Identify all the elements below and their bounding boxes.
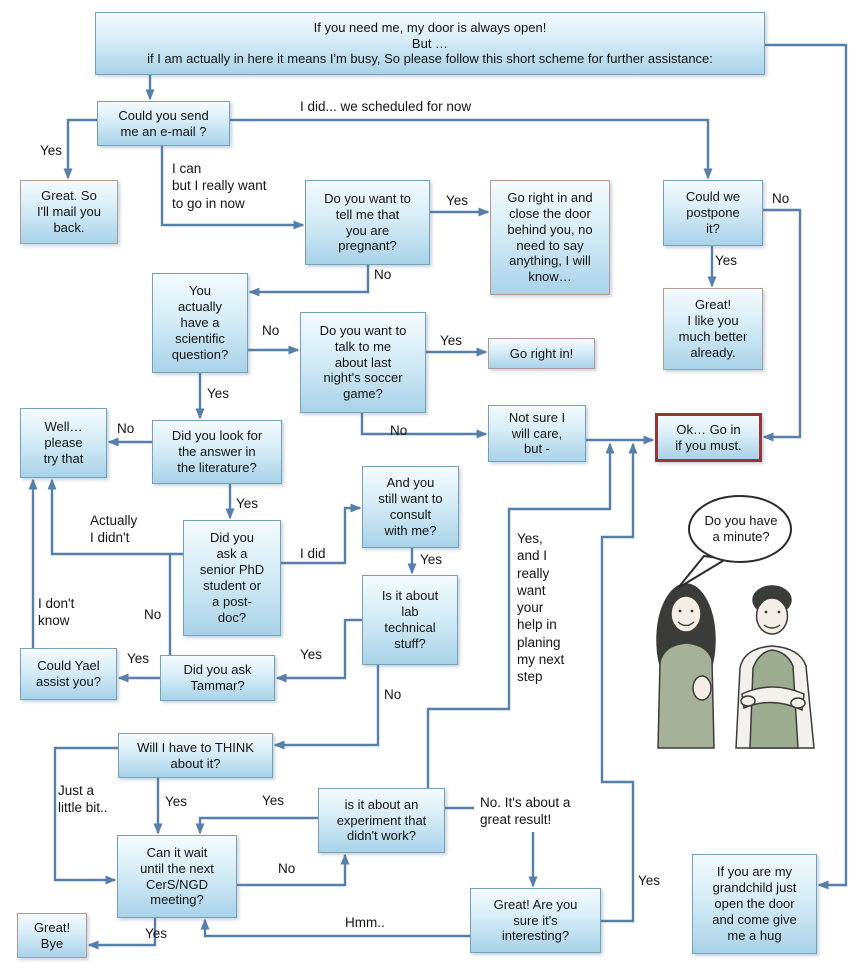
lbl-hmm: Hmm.. — [345, 915, 385, 930]
lbl-yes-pregnant: Yes — [446, 193, 469, 208]
edge-experiment-yes-to-canitwait — [195, 816, 318, 835]
man-hand-left — [740, 695, 756, 707]
node-lab-technical-question: Is it about lab technical stuff? — [362, 575, 458, 665]
lbl-i-did: I did — [300, 546, 326, 561]
node-mail-you-back: Great. So I'll mail you back. — [20, 180, 118, 244]
node-yael-question: Could Yael assist you? — [20, 648, 117, 700]
edge-think-little-to-canitwait — [53, 746, 118, 885]
lbl-yes-experiment: Yes — [262, 793, 285, 808]
people-illustration — [656, 583, 815, 749]
woman-hands — [692, 675, 712, 701]
edge-canitwait-yes-to-greatbye — [87, 918, 157, 950]
node-grandchild-hug: If you are my grandchild just open the d… — [692, 854, 817, 954]
lbl-yes-postpone: Yes — [715, 253, 738, 268]
man-eye-right — [777, 610, 781, 614]
edge-lines — [28, 43, 848, 950]
lbl-yes-soccer: Yes — [440, 333, 463, 348]
node-great-bye: Great! Bye — [17, 913, 87, 958]
edge-interesting-hmm-to-canitwait — [200, 918, 470, 938]
node-cers-ngd-meeting: Can it wait until the next CerS/NGD meet… — [117, 835, 237, 918]
lbl-just-a-little: Just a little bit.. — [58, 783, 108, 816]
node-scientific-question: You actually have a scientific question? — [152, 273, 248, 373]
lbl-no-scientific: No — [262, 323, 280, 338]
lbl-no-seniorphd: No — [144, 607, 162, 622]
node-not-sure-care: Not sure I will care, but - — [488, 405, 586, 462]
edge-soccer-no-to-notsure — [360, 413, 488, 439]
lbl-no-soccer: No — [390, 423, 408, 438]
node-still-consult: And you still want to consult with me? — [362, 466, 459, 548]
lbl-i-did-scheduled: I did... we scheduled for now — [300, 99, 472, 114]
speech-bubble — [677, 495, 792, 589]
woman-body — [657, 642, 715, 749]
lbl-no-great-result: No. It's about a great result! — [480, 795, 571, 828]
edge-seniorphd-actually-to-well — [47, 478, 183, 556]
node-think-question: Will I have to THINK about it? — [118, 733, 273, 778]
node-well-try-that: Well… please try that — [20, 408, 107, 478]
man-eye-left — [764, 610, 768, 614]
lbl-yes-tammar: Yes — [127, 651, 150, 666]
lbl-yes-think: Yes — [165, 794, 188, 809]
woman-eye-left — [678, 609, 682, 613]
edge-seniorphd-idid-to-consult — [281, 503, 362, 565]
node-intro: If you need me, my door is always open! … — [95, 12, 765, 75]
lbl-yes-scientific: Yes — [207, 386, 230, 401]
lbl-actually-i-didnt: Actually I didn't — [90, 513, 138, 546]
woman-eye-right — [690, 609, 694, 613]
woman-fringe — [670, 591, 703, 606]
lbl-no-literature: No — [117, 421, 135, 436]
node-go-right-in-close-door: Go right in and close the door behind yo… — [490, 180, 610, 295]
edge-canitwait-no-to-experiment — [237, 853, 350, 887]
lbl-yes-help: Yes, and I really want your help in plan… — [517, 531, 565, 685]
edge-experiment-yeshelp-to-okgoin — [426, 442, 615, 788]
node-senior-phd-question: Did you ask a senior PhD student or a po… — [183, 520, 281, 636]
edge-labstuff-yes-to-tammar — [275, 618, 362, 683]
speech-bubble-text: Do you have a minute? — [704, 513, 778, 545]
edge-email-ican-to-pregnant — [160, 146, 305, 230]
lbl-yes-interesting: Yes — [638, 873, 661, 888]
man-hand-right — [790, 697, 806, 709]
man-smile — [763, 624, 781, 629]
edge-email-yes-to-mailback — [63, 118, 97, 180]
speech-bubble-body — [688, 495, 792, 563]
woman-smile — [677, 621, 695, 627]
node-email-question: Could you send me an e-mail ? — [97, 101, 230, 146]
edge-email-scheduled-to-postpone — [230, 118, 713, 180]
lbl-yes-consult: Yes — [420, 552, 443, 567]
lbl-i-can: I can but I really want to go in now — [172, 161, 267, 211]
node-pregnant-question: Do you want to tell me that you are preg… — [305, 180, 430, 265]
node-postpone-question: Could we postpone it? — [663, 180, 763, 246]
speech-bubble-tail — [677, 554, 729, 589]
node-literature-question: Did you look for the answer in the liter… — [152, 420, 282, 484]
node-soccer-question: Do you want to talk to me about last nig… — [300, 312, 426, 413]
lbl-i-dont-know: I don't know — [38, 596, 75, 629]
lbl-yes-mailback: Yes — [40, 143, 63, 158]
lbl-no-pregnant: No — [374, 267, 392, 282]
lbl-yes-canitwait: Yes — [145, 926, 168, 941]
node-tammar-question: Did you ask Tammar? — [160, 655, 275, 701]
woman-face — [670, 595, 702, 633]
node-like-you-better: Great! I like you much better already. — [663, 288, 763, 370]
node-ok-go-in: Ok… Go in if you must. — [655, 413, 762, 462]
lbl-yes-literature: Yes — [236, 496, 259, 511]
lbl-yes-labstuff: Yes — [300, 647, 323, 662]
edge-interesting-yes-to-okgoin — [600, 442, 638, 923]
edge-postpone-no-to-okgoin — [762, 208, 802, 442]
lbl-no-canitwait: No — [278, 861, 296, 876]
edge-intro-right-to-grandchild — [765, 43, 848, 890]
edge-labstuff-no-to-think — [273, 665, 380, 750]
node-sure-interesting: Great! Are you sure it's interesting? — [470, 888, 601, 953]
lbl-no-labstuff: No — [384, 687, 402, 702]
lbl-no-postpone: No — [772, 191, 790, 206]
edge-pregnant-no-to-scientific — [248, 265, 370, 297]
node-go-right-in: Go right in! — [488, 338, 595, 369]
node-experiment-question: is it about an experiment that didn't wo… — [318, 788, 445, 853]
